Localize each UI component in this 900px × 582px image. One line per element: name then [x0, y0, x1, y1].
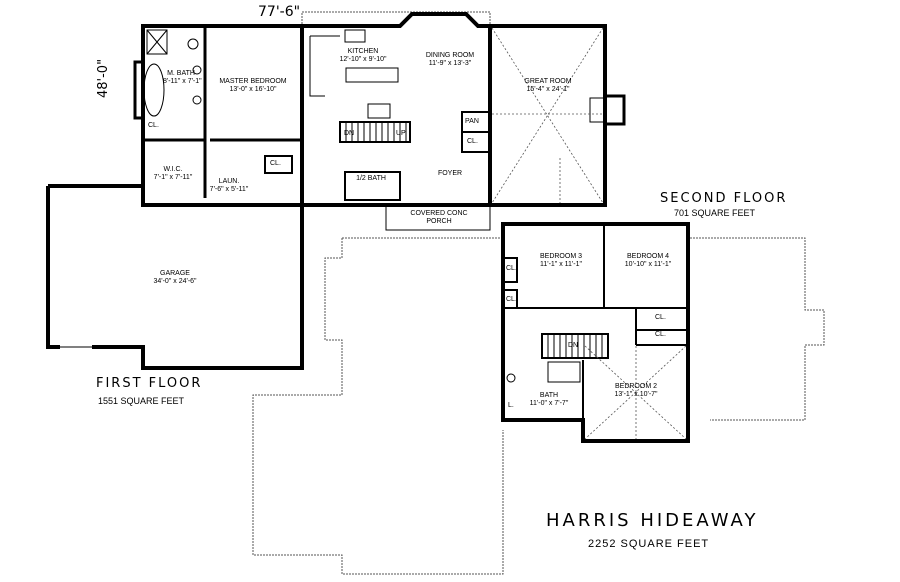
- first-floor-stairs: [339, 121, 411, 143]
- first-floor-footprint-outline: [252, 237, 825, 575]
- closet-label-master: CL.: [148, 122, 159, 129]
- pantry-label: PAN: [465, 118, 479, 125]
- first-floor-walls: [46, 12, 626, 370]
- overall-width-dimension: 77'-6": [258, 4, 301, 20]
- room-label-wic: W.I.C.7'-1" x 7'-11": [153, 166, 193, 181]
- room-label-laundry: LAUN.7'-6" x 5'-11": [209, 178, 249, 193]
- great-room-ceiling-lines: [491, 27, 604, 204]
- plan-name: HARRIS HIDEAWAY: [546, 510, 759, 531]
- room-label-foyer: FOYER: [437, 170, 463, 177]
- second-stairs-dn-label: DN: [568, 342, 579, 349]
- second-floor-walls: [501, 222, 690, 443]
- second-floor-title: SECOND FLOOR: [660, 191, 788, 206]
- closet-label-bedroom-2: CL.: [655, 331, 666, 338]
- closet-label-foyer: CL.: [467, 138, 478, 145]
- closet-label-laundry: CL.: [270, 160, 281, 167]
- closet-label-bedroom-3a: CL.: [506, 265, 517, 272]
- bedroom-2-ceiling-lines: [584, 345, 687, 440]
- closet-label-bedroom-3b: CL.: [506, 296, 517, 303]
- garage-doors: [60, 346, 285, 369]
- first-floor-area: 1551 SQUARE FEET: [98, 396, 185, 406]
- room-label-half-bath: 1/2 BATH: [356, 175, 386, 182]
- overall-depth-dimension: 48'-0": [96, 58, 111, 98]
- second-floor-stairs: [541, 333, 609, 359]
- stairs-dn-label: DN: [344, 130, 355, 137]
- stairs-up-label: UP: [396, 130, 406, 137]
- plan-total-area: 2252 SQUARE FEET: [588, 538, 710, 550]
- master-bath-fixtures: [143, 29, 202, 117]
- first-floor-title: FIRST FLOOR: [96, 376, 203, 391]
- second-floor-area: 701 SQUARE FEET: [674, 208, 756, 218]
- linen-label: L.: [508, 402, 514, 409]
- overall-dimension-line: [301, 11, 491, 28]
- second-bath-fixtures: [506, 361, 581, 383]
- room-label-covered-porch: COVERED CONC PORCH: [410, 210, 468, 225]
- kitchen-features: [309, 29, 399, 119]
- closet-label-bedroom-4: CL.: [655, 314, 666, 321]
